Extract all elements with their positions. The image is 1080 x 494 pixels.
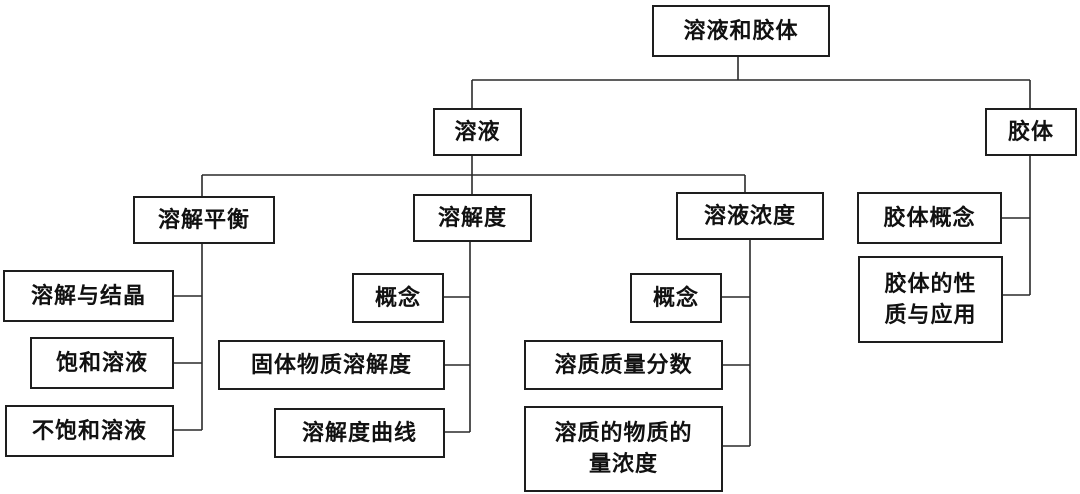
node-cc-item-3: 溶质的物质的量浓度 xyxy=(524,406,723,492)
node-colloid-concept: 胶体概念 xyxy=(857,192,1002,244)
node-colloid: 胶体 xyxy=(985,108,1077,156)
node-eq-item-2: 饱和溶液 xyxy=(30,337,174,389)
node-equilibrium: 溶解平衡 xyxy=(133,196,275,244)
node-root: 溶液和胶体 xyxy=(652,5,830,57)
node-equilibrium-label: 溶解平衡 xyxy=(157,207,250,233)
node-concentration-label: 溶液浓度 xyxy=(703,203,796,229)
node-solubility-label: 溶解度 xyxy=(437,205,507,231)
node-solubility: 溶解度 xyxy=(413,194,532,242)
node-sb-item-2-label: 固体物质溶解度 xyxy=(250,352,412,378)
node-cc-item-3-label: 溶质的物质的量浓度 xyxy=(554,421,693,477)
node-solution-label: 溶液 xyxy=(454,119,501,145)
node-concentration: 溶液浓度 xyxy=(676,192,824,240)
node-eq-item-1: 溶解与结晶 xyxy=(3,270,174,322)
node-eq-item-3: 不饱和溶液 xyxy=(5,405,174,457)
node-sb-item-2: 固体物质溶解度 xyxy=(218,340,445,390)
node-cc-item-2: 溶质质量分数 xyxy=(524,340,723,390)
node-eq-item-1-label: 溶解与结晶 xyxy=(30,283,146,309)
node-root-label: 溶液和胶体 xyxy=(683,18,799,44)
node-eq-item-2-label: 饱和溶液 xyxy=(55,350,148,376)
node-sb-item-3-label: 溶解度曲线 xyxy=(301,420,417,446)
node-cc-item-1-label: 概念 xyxy=(652,285,699,311)
node-solution: 溶液 xyxy=(433,108,522,156)
node-cc-item-1: 概念 xyxy=(630,273,722,323)
node-colloid-concept-label: 胶体概念 xyxy=(883,205,976,231)
node-sb-item-3: 溶解度曲线 xyxy=(274,408,445,458)
node-colloid-label: 胶体 xyxy=(1007,119,1054,145)
node-sb-item-1: 概念 xyxy=(352,273,444,323)
node-colloid-properties-label: 胶体的性质与应用 xyxy=(884,271,977,328)
node-eq-item-3-label: 不饱和溶液 xyxy=(31,418,147,444)
node-cc-item-2-label: 溶质质量分数 xyxy=(554,352,693,378)
node-colloid-properties: 胶体的性质与应用 xyxy=(858,256,1003,343)
node-sb-item-1-label: 概念 xyxy=(374,285,421,311)
